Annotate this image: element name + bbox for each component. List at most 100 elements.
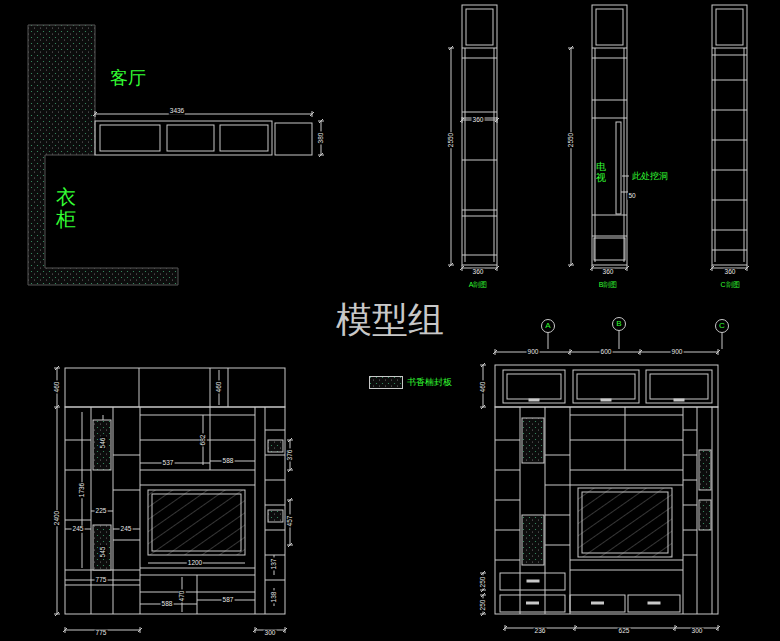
- cabinet-line: [140, 568, 255, 569]
- cabinet-line: [495, 500, 520, 501]
- section-top-box: [596, 9, 623, 45]
- dimension-tick: [55, 366, 59, 370]
- veneer-panel: [522, 515, 544, 565]
- callout-leader: [722, 333, 723, 349]
- dimension-tick: [481, 571, 485, 575]
- cabinet-line: [683, 505, 697, 506]
- cabinet-line: [495, 530, 520, 531]
- door-panel: [573, 370, 639, 403]
- cabinet-line: [210, 368, 211, 407]
- cabinet-line: [265, 505, 285, 506]
- dimension-line: [571, 48, 572, 265]
- dimension-tick: [93, 112, 97, 116]
- drawer: [500, 595, 565, 612]
- cabinet-line: [683, 407, 684, 614]
- tv-screen: [152, 494, 241, 551]
- shelf-line: [592, 236, 627, 237]
- dimension-tick: [495, 118, 499, 122]
- handle: [527, 580, 539, 582]
- dimension-text: 137: [271, 558, 278, 571]
- dimension-text: 625: [618, 628, 631, 635]
- dimension-text: 900: [527, 349, 540, 356]
- dimension-tick: [625, 266, 629, 270]
- dimension-text: 588: [161, 601, 174, 608]
- cabinet-line: [495, 440, 520, 441]
- cabinet-line: [683, 555, 697, 556]
- handle: [674, 399, 684, 401]
- callout-letter: C: [719, 322, 725, 330]
- shelf-line: [592, 58, 627, 59]
- legend-swatch: [369, 376, 403, 389]
- legend-sample: [370, 377, 403, 389]
- dimension-tick: [449, 263, 453, 267]
- shelf-line: [712, 250, 747, 251]
- cabinet-line: [570, 570, 683, 571]
- cabinet-body: [495, 407, 718, 614]
- cabinet-line: [570, 470, 683, 471]
- dimension-text: 2400: [54, 510, 61, 526]
- cabinet-line: [545, 515, 570, 516]
- cabinet-line: [140, 592, 255, 593]
- dimension-text: 457: [287, 515, 294, 528]
- dimension-tick: [319, 119, 323, 123]
- cabinet-plan: [275, 123, 312, 155]
- veneer-panel: [93, 525, 111, 570]
- shelf-line: [592, 48, 627, 49]
- door-panel: [507, 374, 561, 399]
- shelf-line: [712, 200, 747, 201]
- drawer: [570, 595, 625, 612]
- cabinet-line: [520, 407, 521, 614]
- dimension-text: 236: [534, 628, 547, 635]
- dimension-tick: [481, 588, 485, 592]
- cabinet-line: [595, 48, 596, 262]
- drawer: [628, 595, 680, 612]
- dimension-tick: [569, 263, 573, 267]
- dimension-text: 245: [72, 526, 85, 533]
- dimension-tick: [460, 266, 464, 270]
- cabinet-line: [140, 407, 141, 614]
- shelf-line: [462, 160, 497, 161]
- dimension-tick: [288, 543, 292, 547]
- dimension-tick: [283, 628, 287, 632]
- dimension-text: 775: [95, 630, 108, 637]
- dimension-text: 245: [120, 526, 133, 533]
- dimension-text: 460: [54, 381, 61, 394]
- cabinet-line: [65, 585, 140, 586]
- cabinet-plan: [95, 121, 272, 155]
- dimension-tick: [63, 628, 67, 632]
- dimension-text: 545: [100, 546, 107, 559]
- dimension-tick: [319, 153, 323, 157]
- cabinet-line: [140, 415, 255, 416]
- cabinet-line: [65, 440, 91, 441]
- callout-letter: A: [545, 322, 550, 330]
- dimension-text: 546: [100, 437, 107, 450]
- cabinet-line: [683, 480, 697, 481]
- dimension-text: 250: [480, 599, 487, 612]
- cabinet-panel: [167, 125, 214, 151]
- cabinet-line: [570, 440, 683, 441]
- watermark: 模型组: [335, 302, 445, 338]
- tv-screen: [578, 488, 672, 557]
- dimension-tick: [569, 46, 573, 50]
- cabinet-line: [265, 530, 285, 531]
- dimension-tick: [573, 626, 577, 630]
- cabinet-line: [495, 560, 520, 561]
- dimension-tick: [288, 498, 292, 502]
- veneer-panel: [268, 440, 283, 452]
- dimension-text: 460: [216, 381, 223, 394]
- shelf-line: [712, 110, 747, 111]
- veneer-panel: [93, 420, 111, 470]
- cabinet-line: [265, 430, 285, 431]
- cabinet-line: [494, 48, 495, 262]
- room-label: C剖图: [719, 281, 740, 288]
- cabinet-line: [712, 407, 713, 614]
- dimension-tick: [638, 350, 642, 354]
- dimension-tick: [449, 46, 453, 50]
- dimension-text: 3436: [169, 108, 185, 115]
- dimension-text: 2550: [568, 132, 575, 148]
- door-panel: [646, 370, 712, 403]
- cabinet-line: [683, 455, 697, 456]
- shelf-line: [462, 255, 497, 256]
- dimension-text: 470: [179, 590, 186, 603]
- handle: [529, 399, 539, 401]
